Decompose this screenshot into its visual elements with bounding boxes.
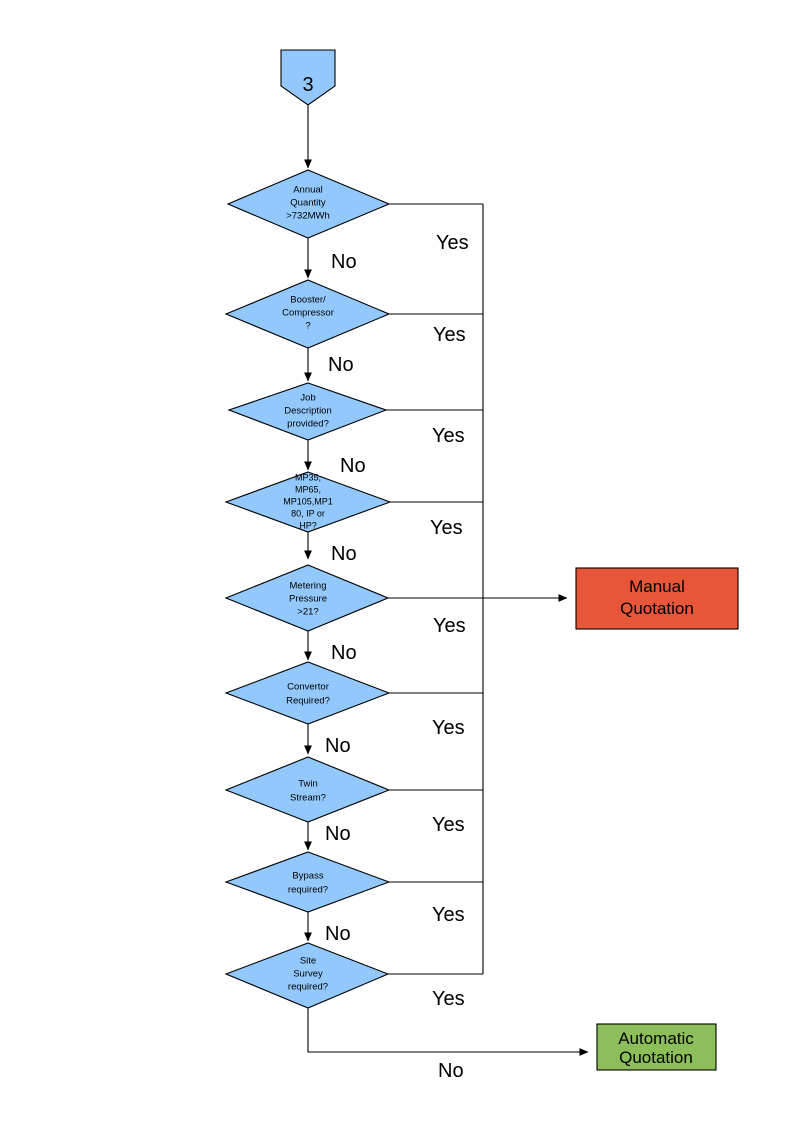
decision-twin-stream[interactable]: Twin Stream? (224, 756, 391, 823)
label-annual-quantity-yes: Yes (436, 232, 469, 254)
label-convertor-required-no: No (325, 735, 351, 757)
label-bypass-required-yes: Yes (432, 904, 465, 926)
decision-booster-compressor-line-0: Booster/ (290, 295, 326, 306)
decision-convertor-required-shape (224, 661, 391, 725)
decision-metering-pressure-line-1: Pressure (289, 594, 327, 605)
label-twin-stream-yes: Yes (432, 814, 465, 836)
decision-twin-stream-line-0: Twin (298, 779, 318, 790)
label-job-description-no: No (340, 455, 366, 477)
decision-bypass-required-shape (224, 851, 391, 913)
label-booster-compressor-yes: Yes (433, 324, 466, 346)
terminal-manual-quotation-box (575, 567, 739, 630)
terminal-automatic-quotation-line-1: Quotation (619, 1048, 693, 1067)
decision-metering-pressure[interactable]: Metering Pressure >21? (224, 564, 390, 632)
decision-meter-type-line-2: MP105,MP1 (283, 496, 333, 506)
decision-convertor-required-line-1: Required? (286, 696, 330, 707)
start-connector-3[interactable]: 3 (280, 49, 336, 106)
decision-job-description[interactable]: Job Description provided? (227, 382, 388, 441)
label-job-description-yes: Yes (432, 425, 465, 447)
start-connector-label: 3 (302, 74, 313, 96)
decision-site-survey-line-0: Site (300, 956, 316, 967)
decision-annual-quantity-line-1: Quantity (290, 198, 326, 209)
decision-booster-compressor[interactable]: Booster/ Compressor ? (224, 279, 391, 349)
label-meter-type-no: No (331, 543, 357, 565)
label-bypass-required-no: No (325, 923, 351, 945)
label-annual-quantity-no: No (331, 251, 357, 273)
decision-convertor-required[interactable]: Convertor Required? (224, 661, 391, 725)
decision-job-description-line-0: Job (300, 393, 315, 404)
decision-annual-quantity-line-0: Annual (293, 185, 323, 196)
decision-meter-type-line-0: MP35, (295, 472, 321, 482)
decision-meter-type-line-3: 80, IP or (291, 508, 325, 518)
decision-site-survey-line-2: required? (288, 982, 328, 993)
label-site-survey-no: No (438, 1060, 464, 1082)
edge-site-survey-no-to-automatic (307, 1008, 589, 1056)
decision-metering-pressure-line-2: >21? (297, 607, 318, 618)
label-metering-pressure-no: No (331, 642, 357, 664)
decision-convertor-required-line-0: Convertor (287, 682, 329, 693)
decision-site-survey[interactable]: Site Survey required? (224, 942, 390, 1009)
decision-meter-type-line-4: HP? (299, 520, 317, 530)
label-metering-pressure-yes: Yes (433, 615, 466, 637)
terminal-manual-quotation-line-1: Quotation (620, 599, 694, 618)
decision-metering-pressure-line-0: Metering (290, 581, 327, 592)
terminal-manual-quotation[interactable]: Manual Quotation (575, 567, 739, 630)
terminal-automatic-quotation-box (596, 1023, 717, 1071)
label-convertor-required-yes: Yes (432, 717, 465, 739)
decision-bypass-required-line-0: Bypass (292, 871, 323, 882)
decision-booster-compressor-line-1: Compressor (282, 308, 334, 319)
decision-meter-type-line-1: MP65, (295, 484, 321, 494)
label-site-survey-yes: Yes (432, 988, 465, 1010)
decision-annual-quantity-line-2: >732MWh (286, 211, 330, 222)
decision-twin-stream-line-1: Stream? (290, 793, 326, 804)
decision-annual-quantity[interactable]: Annual Quantity >732MWh (226, 169, 391, 239)
decision-booster-compressor-line-2: ? (305, 321, 310, 332)
terminal-automatic-quotation-line-0: Automatic (618, 1029, 694, 1048)
label-booster-compressor-no: No (328, 354, 354, 376)
label-meter-type-yes: Yes (430, 517, 463, 539)
decision-bypass-required[interactable]: Bypass required? (224, 851, 391, 913)
decision-site-survey-line-1: Survey (293, 969, 323, 980)
terminal-manual-quotation-line-0: Manual (629, 577, 685, 596)
decision-meter-type[interactable]: MP35, MP65, MP105,MP1 80, IP or HP? (224, 471, 392, 533)
terminal-automatic-quotation[interactable]: Automatic Quotation (596, 1023, 717, 1071)
decision-job-description-line-2: provided? (287, 419, 329, 430)
label-twin-stream-no: No (325, 823, 351, 845)
start-connector-shape (280, 49, 336, 106)
decision-bypass-required-line-1: required? (288, 885, 328, 896)
decision-job-description-line-1: Description (284, 406, 332, 417)
